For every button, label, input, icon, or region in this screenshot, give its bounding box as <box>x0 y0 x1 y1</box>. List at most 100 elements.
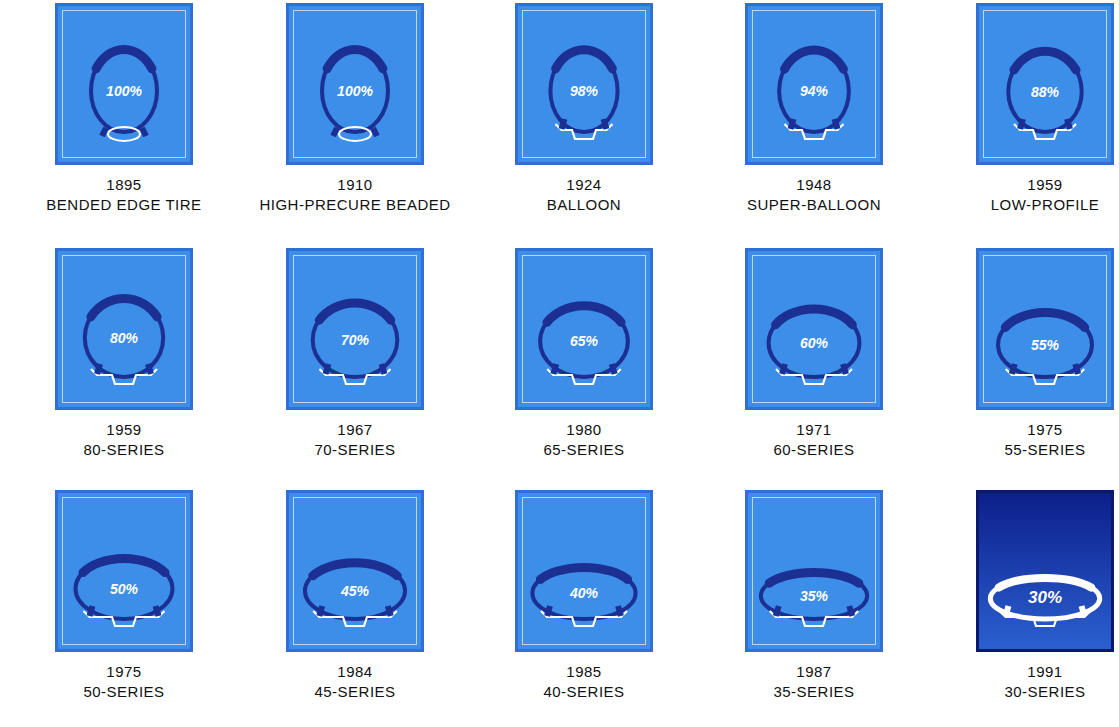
tire-tread <box>776 309 853 325</box>
tire-tread <box>769 572 859 583</box>
year-caption: 1924 <box>458 176 710 193</box>
rim <box>84 611 165 626</box>
tire-bead <box>562 119 607 129</box>
tire-bead <box>1012 364 1079 374</box>
tire-cross-section <box>289 493 421 649</box>
year-caption: 1959 <box>0 421 250 438</box>
tire-bead <box>553 364 615 374</box>
aspect-ratio: 40% <box>518 585 650 601</box>
type-caption: 30-SERIES <box>919 683 1119 700</box>
tire-bead <box>547 606 621 616</box>
year-caption: 1980 <box>458 421 710 438</box>
type-caption: 70-SERIES <box>229 441 481 458</box>
year-caption: 1971 <box>688 421 940 438</box>
rim <box>770 611 859 626</box>
tire-cross-section <box>748 493 880 649</box>
tire-bead <box>1006 606 1085 616</box>
type-caption: 60-SERIES <box>688 441 940 458</box>
tire-tread <box>319 303 390 320</box>
aspect-ratio: 30% <box>979 588 1111 608</box>
aspect-ratio: 45% <box>289 583 421 599</box>
tire-cross-section <box>748 251 880 407</box>
tire-tread <box>327 49 383 68</box>
year-caption: 1975 <box>919 421 1119 438</box>
tire-panel: 94%1948SUPER-BALLOON <box>745 3 883 165</box>
rim <box>1006 369 1085 384</box>
type-caption: BALLOON <box>458 196 710 213</box>
tire-panel: 35%198735-SERIES <box>745 490 883 652</box>
type-caption: SUPER-BALLOON <box>688 196 940 213</box>
tire-bead <box>326 364 385 374</box>
tire-bead <box>97 364 151 374</box>
type-caption: BENDED EDGE TIRE <box>0 196 250 213</box>
type-caption: 45-SERIES <box>229 683 481 700</box>
type-caption: 50-SERIES <box>0 683 250 700</box>
tire-panel: 55%197555-SERIES <box>976 248 1114 410</box>
tire-cross-section <box>979 251 1111 407</box>
tire-cross-section <box>979 493 1111 649</box>
aspect-ratio: 70% <box>289 332 421 348</box>
type-caption: 55-SERIES <box>919 441 1119 458</box>
tire-tread <box>313 563 398 576</box>
rim <box>541 611 627 626</box>
aspect-ratio: 35% <box>748 588 880 604</box>
rim <box>339 127 371 141</box>
tire-panel: 60%197160-SERIES <box>745 248 883 410</box>
tire-tread <box>96 49 152 68</box>
aspect-ratio: 98% <box>518 83 650 99</box>
year-caption: 1991 <box>919 663 1119 680</box>
tire-panel: 100%1910HIGH-PRECURE BEADED <box>286 3 424 165</box>
rim <box>547 369 621 384</box>
tire-cross-section <box>518 251 650 407</box>
tire-tread <box>83 558 165 572</box>
tire-panel: 80%195980-SERIES <box>55 248 193 410</box>
tire-bead <box>776 606 853 616</box>
tire-panel: 100%1895BENDED EDGE TIRE <box>55 3 193 165</box>
year-caption: 1948 <box>688 176 940 193</box>
year-caption: 1984 <box>229 663 481 680</box>
aspect-ratio: 88% <box>979 84 1111 100</box>
tire-panel: 70%196770-SERIES <box>286 248 424 410</box>
tire-cross-section <box>289 251 421 407</box>
tire-bead <box>333 128 377 136</box>
type-caption: 65-SERIES <box>458 441 710 458</box>
aspect-ratio: 100% <box>289 83 421 99</box>
aspect-ratio: 55% <box>979 337 1111 353</box>
aspect-ratio: 60% <box>748 335 880 351</box>
type-caption: 40-SERIES <box>458 683 710 700</box>
rim <box>313 611 397 626</box>
rim <box>776 369 852 384</box>
tire-panel: 50%197550-SERIES <box>55 490 193 652</box>
aspect-ratio: 65% <box>518 333 650 349</box>
tire-tread <box>1005 312 1084 327</box>
aspect-ratio: 94% <box>748 83 880 99</box>
year-caption: 1959 <box>919 176 1119 193</box>
tire-panel: 88%1959LOW-PROFILE <box>976 3 1114 165</box>
tire-tread <box>540 567 627 579</box>
rim <box>1000 611 1091 626</box>
tire-cross-section <box>58 251 190 407</box>
tire-bead <box>319 606 391 616</box>
tire-tread <box>785 50 844 69</box>
tire-tread <box>547 306 621 323</box>
tire-tread <box>1014 51 1076 70</box>
year-caption: 1985 <box>458 663 710 680</box>
tire-panel: 98%1924BALLOON <box>515 3 653 165</box>
year-caption: 1895 <box>0 176 250 193</box>
type-caption: LOW-PROFILE <box>919 196 1119 213</box>
aspect-ratio: 50% <box>58 581 190 597</box>
tire-bead <box>782 364 846 374</box>
year-caption: 1975 <box>0 663 250 680</box>
tire-tread <box>999 578 1091 588</box>
aspect-ratio: 100% <box>58 83 190 99</box>
tire-bead <box>90 606 159 616</box>
panel-inner-border <box>293 255 417 403</box>
tire-panel: 40%198540-SERIES <box>515 490 653 652</box>
type-caption: 80-SERIES <box>0 441 250 458</box>
year-caption: 1967 <box>229 421 481 438</box>
type-caption: 35-SERIES <box>688 683 940 700</box>
tire-cross-section <box>518 493 650 649</box>
tire-panel: 30%199130-SERIES <box>976 490 1114 652</box>
aspect-ratio: 80% <box>58 330 190 346</box>
